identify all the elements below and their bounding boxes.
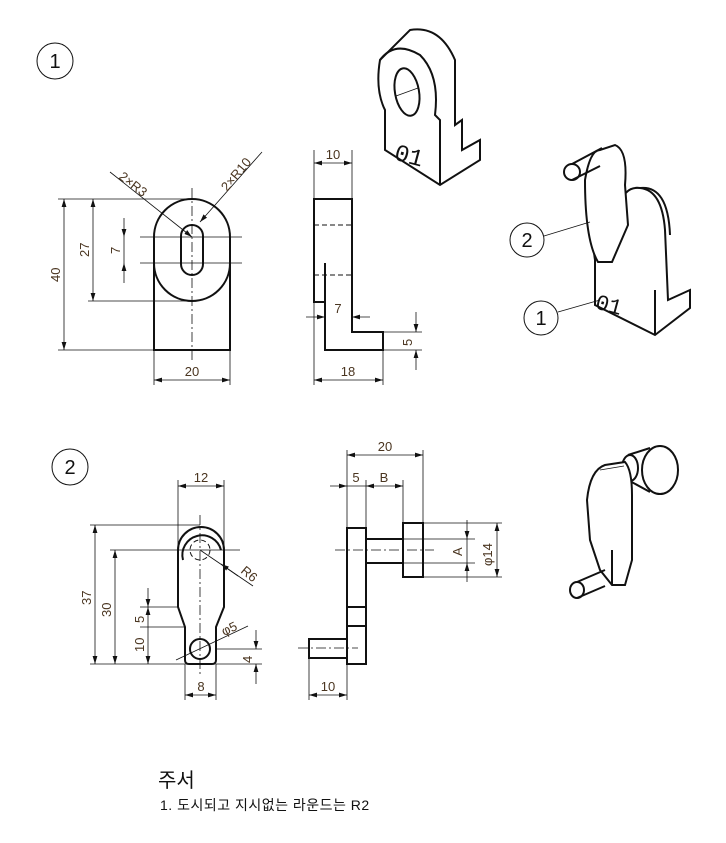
svg-text:2×R3: 2×R3 xyxy=(116,169,150,200)
svg-text:01: 01 xyxy=(391,141,426,175)
svg-text:30: 30 xyxy=(99,603,114,617)
part-2-isometric-view xyxy=(569,445,679,599)
svg-text:2: 2 xyxy=(521,230,532,252)
svg-text:10: 10 xyxy=(326,147,340,162)
svg-text:φ14: φ14 xyxy=(480,543,495,566)
svg-text:8: 8 xyxy=(197,679,204,694)
svg-text:10: 10 xyxy=(132,638,147,652)
part-1-side-view: 10 7 5 18 xyxy=(306,147,422,385)
svg-text:1: 1 xyxy=(49,51,60,73)
assembly-isometric-view: 01 2 1 xyxy=(509,143,691,337)
part-2-side-view: 20 5 B A φ14 10 xyxy=(298,439,502,700)
svg-text:5: 5 xyxy=(352,470,359,485)
svg-text:18: 18 xyxy=(341,364,355,379)
part-1-isometric-view: 01 xyxy=(377,28,481,187)
svg-text:7: 7 xyxy=(108,247,123,254)
part-2-balloon: 2 xyxy=(51,448,89,486)
svg-text:12: 12 xyxy=(194,470,208,485)
svg-text:27: 27 xyxy=(77,243,92,257)
part-2-front-view: 12 R6 37 30 5 10 φ5 4 8 xyxy=(79,470,262,700)
svg-text:20: 20 xyxy=(185,364,199,379)
svg-text:7: 7 xyxy=(334,301,341,316)
svg-text:37: 37 xyxy=(79,591,94,605)
svg-text:5: 5 xyxy=(400,339,415,346)
svg-text:10: 10 xyxy=(321,679,335,694)
svg-text:B: B xyxy=(380,470,389,485)
svg-text:φ5: φ5 xyxy=(219,619,240,639)
svg-text:A: A xyxy=(450,547,465,556)
svg-text:4: 4 xyxy=(240,656,255,663)
svg-text:20: 20 xyxy=(378,439,392,454)
svg-text:R6: R6 xyxy=(238,563,260,585)
svg-text:40: 40 xyxy=(48,268,63,282)
svg-text:5: 5 xyxy=(132,616,147,623)
notes-line-1: 1. 도시되고 지시없는 라운드는 R2 xyxy=(160,797,370,813)
svg-text:1: 1 xyxy=(535,308,546,330)
part-1-front-view: 2×R3 2×R10 40 27 7 20 xyxy=(48,151,263,385)
part-1-balloon: 1 xyxy=(36,42,74,80)
svg-text:2×R10: 2×R10 xyxy=(218,155,254,194)
notes-title: 주서 xyxy=(158,770,195,792)
svg-text:2: 2 xyxy=(64,457,75,479)
